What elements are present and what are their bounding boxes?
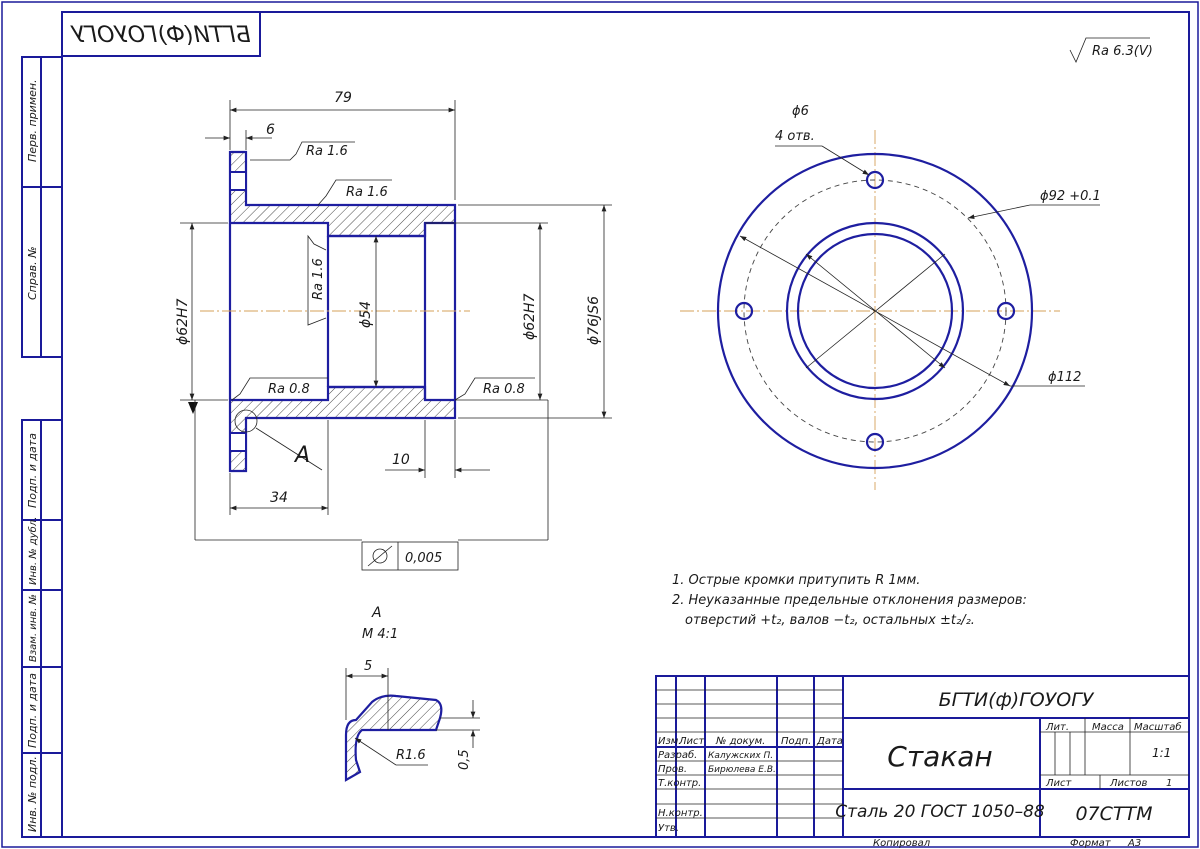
- role-tkontr: Т.контр.: [658, 778, 701, 789]
- section-wall-bottom: [228, 385, 457, 473]
- side-label-podl: Инв. № подл.: [26, 756, 39, 832]
- dim-recess-depth: 10: [392, 452, 410, 468]
- outer-circle: [716, 152, 1034, 470]
- side-label-perv: Перв. примен.: [26, 79, 39, 162]
- side-label-podp1: Подп. и дата: [26, 433, 39, 508]
- col-list: Лист: [678, 736, 706, 747]
- role-prov: Пров.: [658, 764, 687, 775]
- note-2: 2. Неуказанные предельные отклонения раз…: [672, 593, 1027, 608]
- dim-bore-right: ϕ62H7: [522, 293, 538, 340]
- roughness-outer: Ra 1.6: [346, 185, 388, 200]
- hole-dia-label: ϕ6: [792, 104, 809, 119]
- col-dokum: № докум.: [715, 736, 765, 747]
- mass-label: Масса: [1092, 722, 1124, 733]
- detail-title: A: [371, 605, 382, 621]
- detail-radius: R1.6: [396, 748, 426, 763]
- general-roughness-text: Ra 6.3(V): [1092, 44, 1153, 59]
- note-1: 1. Острые кромки притупить R 1мм.: [672, 573, 920, 588]
- roughness-right-bore: Ra 0.8: [483, 382, 525, 397]
- end-view: ϕ6 4 отв. ϕ92 +0.1 ϕ112: [680, 104, 1101, 490]
- col-podp: Подп.: [781, 736, 811, 747]
- section-view: 79 6 Ra 1.6 Ra 1.6 Ra 1.6 Ra 0.8 Ra 0.8 …: [175, 90, 612, 571]
- sheets-label: Листов: [1109, 778, 1147, 789]
- dim-bore-left: ϕ62H7: [175, 298, 191, 345]
- section-wall-top: [228, 150, 457, 238]
- detail-marker: A: [293, 443, 310, 468]
- sheets-value: 1: [1166, 778, 1172, 789]
- side-label-vzam: Взам. инв. №: [28, 594, 39, 662]
- general-roughness: Ra 6.3(V): [1069, 37, 1153, 63]
- bolt-hole-bottom: [865, 432, 885, 452]
- dim-bore-depth: 34: [270, 490, 288, 506]
- detail-view: A М 4:1 5 R1.6 0,5: [344, 605, 480, 782]
- scale-value: 1:1: [1152, 746, 1171, 760]
- name-prov: Бирюлева Е.В.: [708, 765, 776, 775]
- title-block: Изм. Лист № докум. Подп. Дата Разраб. Ка…: [655, 675, 1190, 849]
- side-label-dubl: Инв. № дубл.: [27, 517, 39, 585]
- designation: 07СТТМ: [1075, 803, 1152, 825]
- roughness-flange-face: Ra 1.6: [306, 144, 348, 159]
- side-label-sprav: Справ. №: [26, 246, 39, 300]
- roughness-mid-bore: Ra 1.6: [311, 258, 326, 300]
- dim-flange-width: 6: [266, 122, 275, 138]
- detail-height-dim: 0,5: [457, 749, 472, 770]
- material: Сталь 20 ГОСТ 1050–88: [835, 802, 1045, 822]
- dim-overall-length: 79: [334, 90, 352, 106]
- detail-width-dim: 5: [364, 659, 372, 674]
- outer-dia-label: ϕ112: [1048, 370, 1081, 385]
- side-strip: Перв. примен. Справ. № Подп. и дата Инв.…: [21, 56, 63, 838]
- note-2-cont: отверстий +t₂, валов −t₂, остальных ±t₂/…: [685, 613, 975, 628]
- col-data: Дата: [816, 736, 843, 747]
- mirrored-stamp: БГТИ(Ф)ГОУОГУ: [61, 11, 261, 57]
- runout-frame: [361, 541, 459, 571]
- roughness-left-bore: Ra 0.8: [268, 382, 310, 397]
- flange-hole-bottom: [229, 432, 247, 452]
- col-izm: Изм.: [658, 736, 682, 747]
- org-name: БГТИ(ф)ГОУОГУ: [939, 689, 1095, 711]
- dim-outer: ϕ76JS6: [586, 296, 602, 345]
- part-name: Стакан: [887, 740, 992, 773]
- format-value: А3: [1127, 838, 1141, 849]
- datum-triangle: [188, 402, 198, 414]
- hole-count-label: 4 отв.: [775, 129, 815, 144]
- lit-label: Лит.: [1045, 722, 1069, 733]
- pcd-label: ϕ92 +0.1: [1040, 189, 1101, 204]
- technical-notes: 1. Острые кромки притупить R 1мм. 2. Неу…: [672, 573, 1027, 628]
- mirrored-stamp-text: БГТИ(Ф)ГОУОГУ: [70, 23, 251, 48]
- role-utv: Утв.: [658, 823, 679, 834]
- detail-scale: М 4:1: [362, 627, 398, 642]
- role-razrab: Разраб.: [658, 749, 697, 761]
- sheet-label: Лист: [1045, 778, 1073, 789]
- format-label: Формат: [1070, 838, 1112, 849]
- scale-label: Масштаб: [1134, 721, 1182, 733]
- role-nkontr: Н.контр.: [658, 808, 703, 819]
- name-razrab: Калужских П.: [708, 751, 773, 761]
- copied-label: Копировал: [873, 838, 931, 849]
- detail-profile: [344, 694, 443, 782]
- runout-value: 0,005: [405, 551, 442, 566]
- dim-bore-mid: ϕ54: [358, 301, 374, 328]
- side-label-podp2: Подп. и дата: [26, 673, 39, 748]
- flange-hole-top: [229, 171, 247, 191]
- bolt-hole-top: [865, 170, 885, 190]
